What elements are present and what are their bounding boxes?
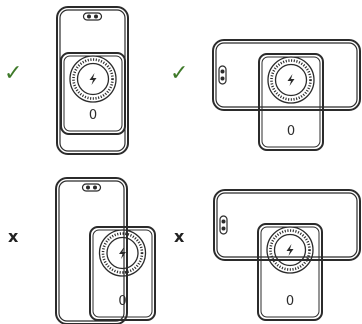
phone-outline <box>56 6 129 155</box>
dynamic-island <box>81 183 102 192</box>
dynamic-island <box>82 12 103 21</box>
camera-dot <box>94 14 98 19</box>
camera-dot <box>221 219 226 224</box>
charger-label: 0 <box>89 108 97 123</box>
lightning-icon <box>286 244 294 256</box>
charging-ring-outer <box>266 226 314 274</box>
phone-outline <box>55 177 128 324</box>
charging-ring-coil <box>72 58 114 100</box>
camera-dot <box>221 226 226 231</box>
panel-landscape-centered: 0 <box>212 39 361 151</box>
charging-ring-inner <box>274 63 308 97</box>
charger-label: 0 <box>287 124 295 139</box>
phone-screen <box>58 180 125 322</box>
charger-outline <box>258 53 324 151</box>
cross-icon: x <box>8 227 19 246</box>
cross-icon: x <box>174 227 185 246</box>
charger-outline <box>89 226 156 321</box>
camera-dot <box>87 14 91 19</box>
dynamic-island <box>218 65 227 85</box>
charging-ring-inner <box>76 62 110 96</box>
charging-ring-coil <box>270 59 312 101</box>
charging-ring-outer <box>98 229 147 277</box>
charging-ring-outer <box>69 55 117 103</box>
charging-ring-outer <box>267 56 315 104</box>
phone-screen <box>215 42 358 108</box>
camera-dot <box>93 185 97 190</box>
dynamic-island <box>219 215 228 235</box>
charging-ring-coil <box>101 232 144 274</box>
phone-screen <box>216 192 358 258</box>
charging-ring-coil <box>269 229 311 271</box>
lightning-icon <box>287 74 295 86</box>
camera-dot <box>86 185 90 190</box>
lightning-icon <box>89 73 97 85</box>
panel-portrait-offset: 0 <box>55 177 156 324</box>
charging-ring-inner <box>106 236 139 270</box>
lightning-icon <box>119 247 126 259</box>
check-icon: ✓ <box>170 61 189 86</box>
check-icon: ✓ <box>4 61 23 86</box>
charger-outline <box>257 223 323 321</box>
charger-label: 0 <box>118 294 126 309</box>
panel-portrait-centered: 0 <box>56 6 129 155</box>
panel-landscape-offset: 0 <box>213 189 361 321</box>
charger-label: 0 <box>286 294 294 309</box>
charging-ring-inner <box>273 233 307 267</box>
phone-outline <box>212 39 361 111</box>
camera-dot <box>220 69 225 74</box>
charger-outline <box>60 52 126 135</box>
camera-dot <box>220 76 225 81</box>
